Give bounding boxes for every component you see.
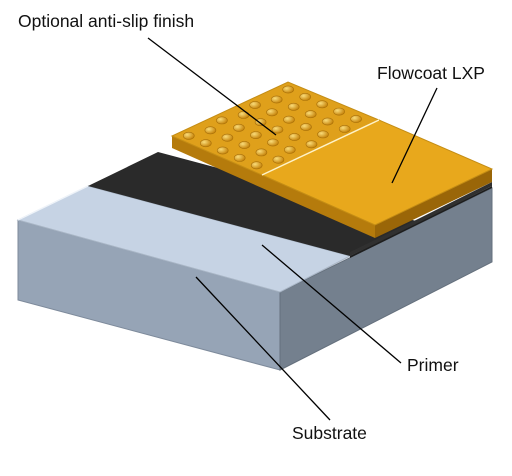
anti-slip-bump [282, 85, 295, 94]
anti-slip-bump [267, 138, 279, 147]
anti-slip-bump [283, 115, 295, 124]
substrate-label: Substrate [292, 423, 367, 443]
anti-slip-bump [254, 118, 267, 127]
primer-label: Primer [407, 355, 459, 375]
primer-layer [88, 152, 492, 258]
anti-slip-bump [338, 124, 351, 133]
anti-slip-bump [237, 111, 250, 119]
primer-top-right [350, 186, 492, 258]
anti-slip-bump [233, 123, 245, 132]
anti-slip-bump [316, 100, 329, 109]
anti-slip-bump [350, 115, 362, 123]
anti-slip-bump [305, 140, 318, 149]
flowcoat-label: Flowcoat LXP [377, 63, 485, 83]
anti-slip-bump [221, 133, 234, 142]
flowcoat-side-edge [375, 169, 492, 238]
flowcoat-front-edge [262, 175, 375, 238]
anti-slip-bump [270, 95, 283, 104]
anti-slip-bump [250, 131, 262, 139]
substrate-layer [16, 185, 493, 371]
anti-slip-layer [170, 81, 381, 188]
anti-slip-bump [250, 161, 263, 170]
anti-slip-bump [238, 141, 251, 149]
anti-slip-bump [299, 93, 312, 101]
anti-slip-bump [304, 110, 317, 119]
primer-strip [350, 182, 492, 256]
anti-slip-bump [287, 102, 300, 111]
primer-top [88, 152, 420, 256]
anti-slip-bump [271, 125, 284, 134]
anti-slip-bump [216, 116, 228, 125]
anti-slip-bump [300, 123, 312, 131]
anti-slip-label: Optional anti-slip finish [18, 11, 195, 31]
anti-slip-bump [333, 107, 345, 116]
anti-slip-front-edge [172, 136, 262, 188]
anti-slip-leader [147, 37, 277, 136]
anti-slip-bump [321, 117, 334, 126]
anti-slip-bump [200, 139, 212, 148]
anti-slip-bump [249, 101, 261, 109]
substrate-leader [195, 276, 331, 421]
anti-slip-bump [266, 108, 278, 117]
anti-slip-bump [317, 130, 329, 139]
anti-slip-bump [288, 133, 301, 141]
anti-slip-bump [272, 155, 285, 164]
primer-leader [261, 244, 402, 364]
anti-slip-bump [183, 131, 195, 140]
anti-slip-bump [283, 145, 296, 154]
anti-slip-bump [204, 126, 217, 135]
anti-slip-texture [183, 85, 362, 170]
flowcoat-leader [391, 87, 438, 184]
leader-lines [147, 37, 438, 421]
anti-slip-bump [255, 148, 268, 157]
anti-slip-bump [216, 146, 229, 155]
anti-slip-bump [233, 153, 246, 162]
